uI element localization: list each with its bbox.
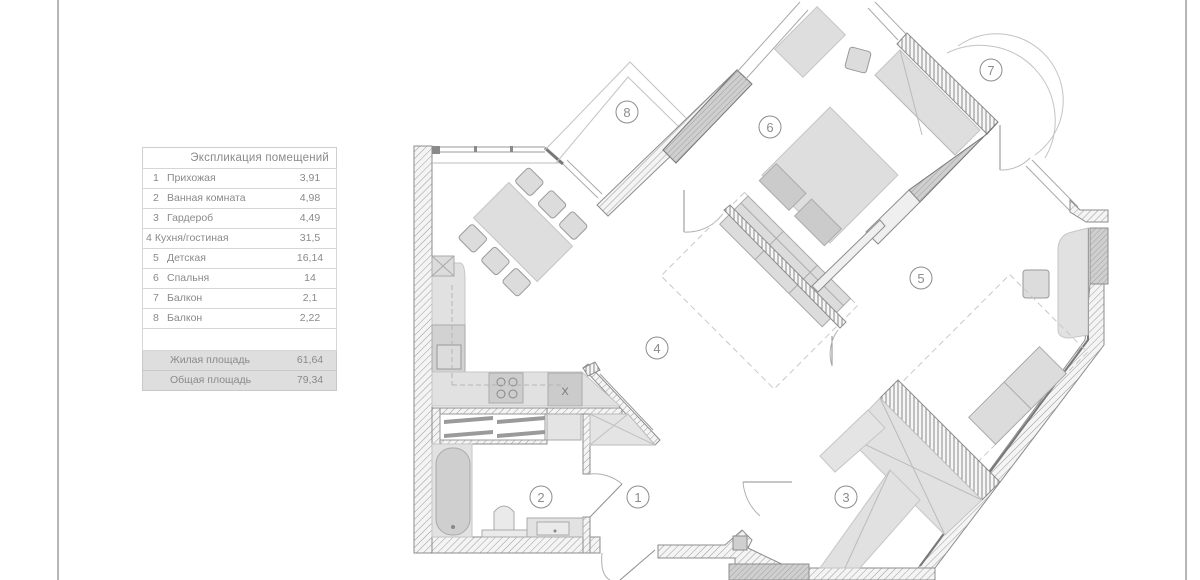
table-title: Экспликация помещений (190, 152, 329, 164)
table-row: 1 Прихожая 3,91 (142, 168, 337, 189)
storage-shelves (439, 413, 582, 441)
room-marker-6: 6 (758, 115, 782, 139)
stove-mark: X (561, 386, 569, 398)
table-row: 3 Гардероб 4,49 (142, 209, 337, 229)
table-row: 8 Балкон 2,22 (142, 309, 337, 329)
room-number: 1 (153, 172, 159, 184)
room-marker-8: 8 (615, 100, 639, 124)
table-row: 7 Балкон 2,1 (142, 289, 337, 309)
room-number: 8 (153, 312, 159, 324)
table-header: Экспликация помещений (142, 147, 337, 168)
svg-text:3: 3 (842, 490, 849, 505)
svg-text:7: 7 (987, 63, 994, 78)
room-area: 4,49 (299, 212, 321, 224)
room-name: Балкон (167, 292, 203, 304)
bedroom-furniture (758, 5, 981, 247)
room-name: Гардероб (167, 212, 214, 224)
svg-text:4: 4 (653, 341, 660, 356)
svg-text:2: 2 (537, 490, 544, 505)
room-name: Детская (167, 252, 206, 264)
doors (589, 190, 839, 580)
svg-text:5: 5 (917, 271, 924, 286)
room-name: Спальня (167, 272, 210, 284)
room-area: 16,14 (296, 252, 324, 264)
svg-text:8: 8 (623, 105, 630, 120)
room-number: 7 (153, 292, 159, 304)
wall-living-bedroom (723, 204, 886, 329)
room-name: Кухня/гостиная (154, 232, 229, 244)
room-area: 4,98 (299, 192, 321, 204)
room-area: 14 (304, 272, 316, 284)
room-explication-table: Экспликация помещений 1 Прихожая 3,91 2 … (142, 147, 337, 391)
page-frame-left (57, 0, 59, 580)
room-number: 5 (153, 252, 159, 264)
window-top-kitchen (432, 146, 603, 199)
table-row-empty (142, 329, 337, 351)
room-marker-7: 7 (979, 58, 1003, 82)
svg-text:1: 1 (634, 490, 641, 505)
wall-bedroom-west (596, 1, 809, 217)
window-bedroom-north (867, 1, 907, 41)
page-frame-right (1185, 0, 1187, 580)
balcony-8 (544, 61, 687, 164)
room-name: Ванная комната (167, 192, 246, 204)
room-marker-2: 2 (529, 485, 553, 509)
room-area: 2,1 (302, 292, 318, 304)
dining-set (458, 167, 588, 297)
room-marker-1: 1 (626, 485, 650, 509)
room-number: 3 (153, 212, 159, 224)
svg-text:6: 6 (766, 120, 773, 135)
total-row-overall: Общая площадь 79,34 (142, 371, 337, 391)
room-area: 3,91 (299, 172, 321, 184)
wall-south (619, 529, 936, 580)
table-row: 2 Ванная комната 4,98 (142, 189, 337, 209)
total-area: 79,34 (296, 374, 324, 386)
wardrobe-cabinets (819, 379, 1001, 569)
table-row: 6 Спальня 14 (142, 269, 337, 289)
table-row: 4 Кухня/гостиная 31,5 (142, 229, 337, 249)
room-number: 2 (153, 192, 159, 204)
room-number: 4 (146, 232, 152, 244)
total-row-living: Жилая площадь 61,64 (142, 351, 337, 371)
room-area: 2,22 (299, 312, 321, 324)
room-name: Балкон (167, 312, 203, 324)
wall-bathroom (431, 363, 661, 554)
kitchen-counter: X (431, 255, 654, 431)
room-area: 31,5 (299, 232, 321, 244)
exterior-wall-left (413, 145, 601, 554)
room-number: 6 (153, 272, 159, 284)
table-row: 5 Детская 16,14 (142, 249, 337, 269)
room-marker-5: 5 (909, 266, 933, 290)
total-label: Общая площадь (170, 374, 252, 386)
total-label: Жилая площадь (170, 354, 250, 366)
room-name: Прихожая (167, 172, 216, 184)
total-area: 61,64 (296, 354, 324, 366)
room-marker-3: 3 (834, 485, 858, 509)
nursery-furniture (888, 227, 1089, 474)
balcony-7 (946, 33, 1079, 214)
room-marker-4: 4 (645, 336, 669, 360)
bathroom-fixtures (431, 443, 584, 538)
